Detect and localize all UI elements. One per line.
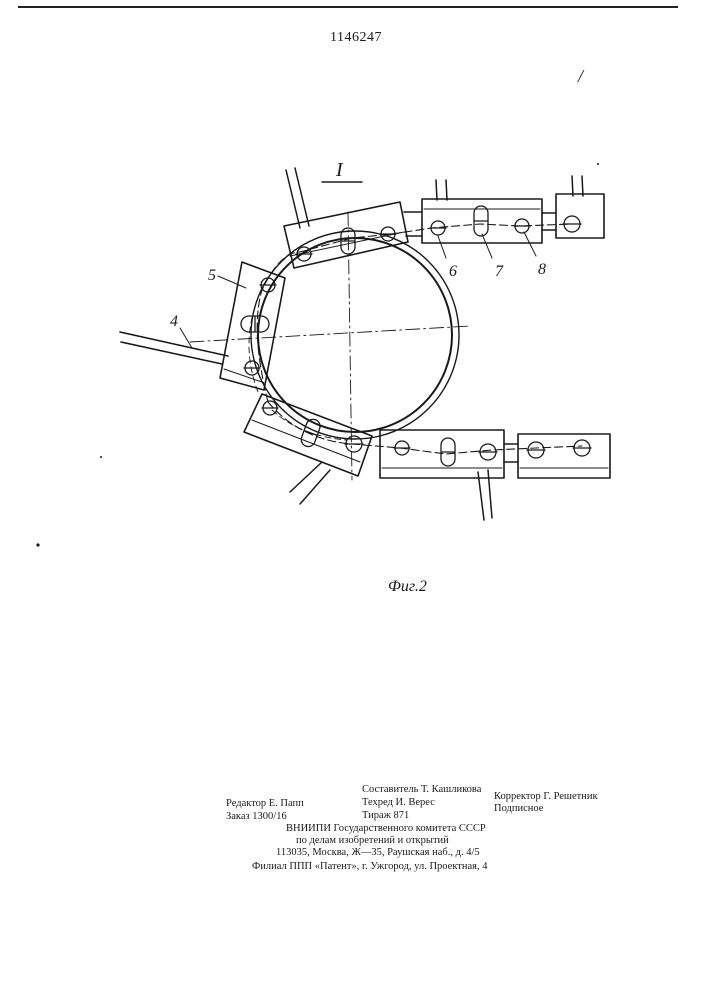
ring <box>251 231 459 439</box>
slots <box>241 206 488 466</box>
callout-numbers: 4 5 6 7 8 <box>170 261 546 330</box>
institute-line-1: ВНИИПИ Государственного комитета СССР <box>286 823 486 834</box>
section-label: I <box>335 159 344 181</box>
branch: Филиал ППП «Патент», г. Ужгород, ул. Про… <box>252 861 487 872</box>
center-lines <box>190 212 470 480</box>
editor: Редактор Е. Папп <box>226 798 304 809</box>
compiler: Составитель Т. Кашликова <box>362 784 481 795</box>
address: 113035, Москва, Ж—35, Раушская наб., д. … <box>276 847 480 858</box>
callout-7: 7 <box>495 263 504 280</box>
tech-editor: Техред И. Верес <box>362 797 435 808</box>
lever-4 <box>120 332 228 364</box>
circulation: Тираж 871 <box>362 810 409 821</box>
links-upper-right <box>404 194 604 243</box>
callout-5: 5 <box>208 267 216 284</box>
scan-specks <box>36 163 599 547</box>
callout-8: 8 <box>538 261 546 278</box>
callout-leaders <box>180 232 536 348</box>
corrector: Корректор Г. Решетник <box>494 791 598 802</box>
link-top-left <box>284 202 408 268</box>
subscription: Подписное <box>494 803 543 814</box>
institute-line-2: по делам изобретений и открытий <box>296 835 449 846</box>
callout-4: 4 <box>170 313 178 330</box>
section-mark: I <box>322 159 362 182</box>
order: Заказ 1300/16 <box>226 811 287 822</box>
callout-6: 6 <box>449 263 457 280</box>
links-lower-right <box>380 430 610 478</box>
rods <box>286 168 583 520</box>
figure-caption: Фиг.2 <box>388 578 427 596</box>
